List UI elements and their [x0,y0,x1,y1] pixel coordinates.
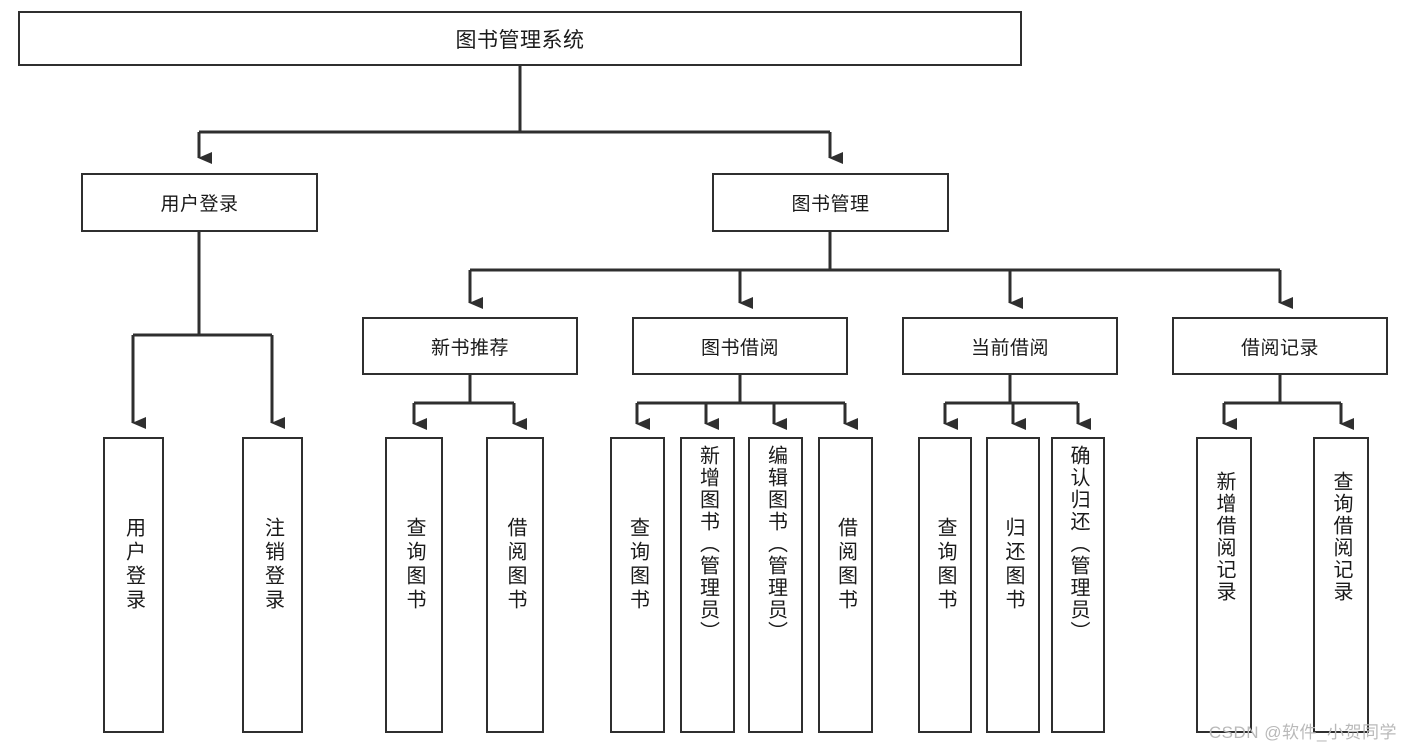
node-leaf-query-book-2[interactable]: 查询图书 [610,437,665,733]
node-user-login[interactable]: 用户登录 [81,173,318,232]
node-new-book-recommend[interactable]: 新书推荐 [362,317,578,375]
node-leaf-borrow-book-1-label: 借阅图书 [504,517,526,613]
node-current-borrow-label: 当前借阅 [970,337,1049,359]
node-leaf-return-book-label: 归还图书 [1002,517,1024,613]
node-leaf-user-login[interactable]: 用户登录 [103,437,164,733]
node-new-book-recommend-label: 新书推荐 [430,337,509,359]
node-leaf-add-record-label: 新增借阅记录 [1213,471,1235,603]
node-leaf-query-record[interactable]: 查询借阅记录 [1313,437,1369,733]
node-borrow-record[interactable]: 借阅记录 [1172,317,1388,375]
node-leaf-query-book-2-label: 查询图书 [626,517,649,613]
node-leaf-borrow-book-2-label: 借阅图书 [834,517,857,613]
node-leaf-add-book[interactable]: 新增图书（管理员） [680,437,735,733]
node-leaf-user-login-label: 用户登录 [122,517,145,613]
csdn-watermark: CSDN @软件_小贺同学 [1208,723,1397,742]
node-current-borrow[interactable]: 当前借阅 [902,317,1118,375]
node-leaf-edit-book[interactable]: 编辑图书（管理员） [748,437,803,733]
node-root-label: 图书管理系统 [455,28,585,52]
node-leaf-user-logout-label: 注销登录 [261,517,284,613]
node-leaf-query-book-1-label: 查询图书 [403,517,425,613]
node-leaf-add-record[interactable]: 新增借阅记录 [1196,437,1252,733]
node-leaf-query-book-3[interactable]: 查询图书 [918,437,972,733]
node-leaf-add-book-label: 新增图书（管理员） [696,445,719,643]
node-leaf-borrow-book-2[interactable]: 借阅图书 [818,437,873,733]
node-leaf-query-book-3-label: 查询图书 [934,517,956,613]
node-root[interactable]: 图书管理系统 [18,11,1022,66]
node-borrow-record-label: 借阅记录 [1240,337,1319,359]
node-leaf-return-book[interactable]: 归还图书 [986,437,1040,733]
node-leaf-confirm-return[interactable]: 确认归还（管理员） [1051,437,1105,733]
node-leaf-confirm-return-label: 确认归还（管理员） [1067,445,1089,643]
node-leaf-borrow-book-1[interactable]: 借阅图书 [486,437,544,733]
node-leaf-query-record-label: 查询借阅记录 [1330,471,1352,603]
node-book-management-label: 图书管理 [791,194,870,215]
node-book-management[interactable]: 图书管理 [712,173,949,232]
node-leaf-query-book-1[interactable]: 查询图书 [385,437,443,733]
node-leaf-user-logout[interactable]: 注销登录 [242,437,303,733]
node-book-borrow-label: 图书借阅 [700,337,779,359]
node-user-login-label: 用户登录 [160,194,239,215]
node-book-borrow[interactable]: 图书借阅 [632,317,848,375]
node-leaf-edit-book-label: 编辑图书（管理员） [764,445,787,643]
